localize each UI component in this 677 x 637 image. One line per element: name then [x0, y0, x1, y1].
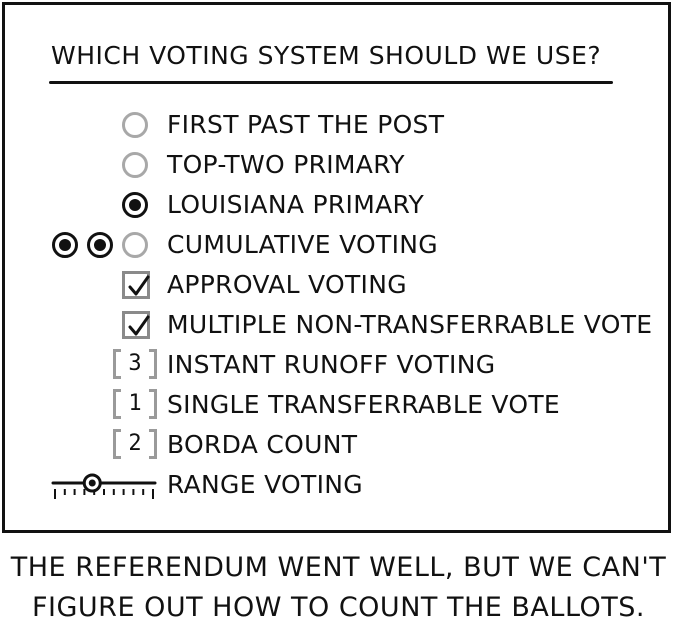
rank-bracket-right: [149, 429, 157, 459]
option-cumulative-voting[interactable]: CUMULATIVE VOTING: [5, 227, 674, 263]
range-slider[interactable]: [51, 469, 157, 503]
slider-knob[interactable]: [82, 473, 102, 493]
option-label: TOP-TWO PRIMARY: [167, 150, 405, 179]
checkbox-checked[interactable]: [122, 271, 150, 299]
rank-value: 2: [128, 431, 142, 456]
option-range-voting[interactable]: RANGE VOTING: [5, 467, 674, 503]
radio-button-empty[interactable]: [122, 152, 148, 178]
caption-line-1: THE REFERENDUM WENT WELL, BUT WE CAN'T: [10, 552, 667, 583]
ballot-panel: WHICH VOTING SYSTEM SHOULD WE USE? FIRST…: [2, 2, 671, 533]
option-approval-voting[interactable]: APPROVAL VOTING: [5, 267, 674, 303]
rank-value: 3: [128, 351, 142, 376]
caption-line-2: FIGURE OUT HOW TO COUNT THE BALLOTS.: [32, 592, 645, 623]
checkmark-icon: [128, 275, 150, 296]
rank-bracket-right: [149, 349, 157, 379]
option-instant-runoff-voting[interactable]: 3 INSTANT RUNOFF VOTING: [5, 347, 674, 383]
rank-bracket-left: [113, 389, 121, 419]
rank-input[interactable]: 2: [113, 429, 157, 461]
option-label: FIRST PAST THE POST: [167, 110, 445, 139]
option-louisiana-primary[interactable]: LOUISIANA PRIMARY: [5, 187, 674, 223]
radio-button-selected[interactable]: [52, 232, 78, 258]
radio-button-empty[interactable]: [122, 112, 148, 138]
slider-ticks: [54, 489, 154, 499]
option-label: SINGLE TRANSFERRABLE VOTE: [167, 390, 561, 419]
radio-button-empty[interactable]: [122, 232, 148, 258]
option-multiple-non-transferrable-vote[interactable]: MULTIPLE NON-TRANSFERRABLE VOTE: [5, 307, 674, 343]
rank-bracket-left: [113, 429, 121, 459]
option-label: RANGE VOTING: [167, 470, 363, 499]
title-underline: [49, 81, 613, 84]
option-top-two-primary[interactable]: TOP-TWO PRIMARY: [5, 147, 674, 183]
ballot-title: WHICH VOTING SYSTEM SHOULD WE USE?: [51, 41, 602, 70]
option-label: BORDA COUNT: [167, 430, 358, 459]
option-label: MULTIPLE NON-TRANSFERRABLE VOTE: [167, 310, 653, 339]
rank-bracket-right: [149, 389, 157, 419]
rank-bracket-left: [113, 349, 121, 379]
checkmark-icon: [128, 315, 150, 336]
rank-input[interactable]: 1: [113, 389, 157, 421]
option-borda-count[interactable]: 2 BORDA COUNT: [5, 427, 674, 463]
radio-button-selected[interactable]: [87, 232, 113, 258]
rank-input[interactable]: 3: [113, 349, 157, 381]
radio-button-selected[interactable]: [122, 192, 148, 218]
slider-knob-dot: [88, 479, 96, 487]
option-label: CUMULATIVE VOTING: [167, 230, 438, 259]
rank-value: 1: [128, 391, 142, 416]
option-single-transferrable-vote[interactable]: 1 SINGLE TRANSFERRABLE VOTE: [5, 387, 674, 423]
option-label: INSTANT RUNOFF VOTING: [167, 350, 496, 379]
checkbox-checked[interactable]: [122, 311, 150, 339]
option-label: APPROVAL VOTING: [167, 270, 407, 299]
option-first-past-the-post[interactable]: FIRST PAST THE POST: [5, 107, 674, 143]
option-label: LOUISIANA PRIMARY: [167, 190, 425, 219]
